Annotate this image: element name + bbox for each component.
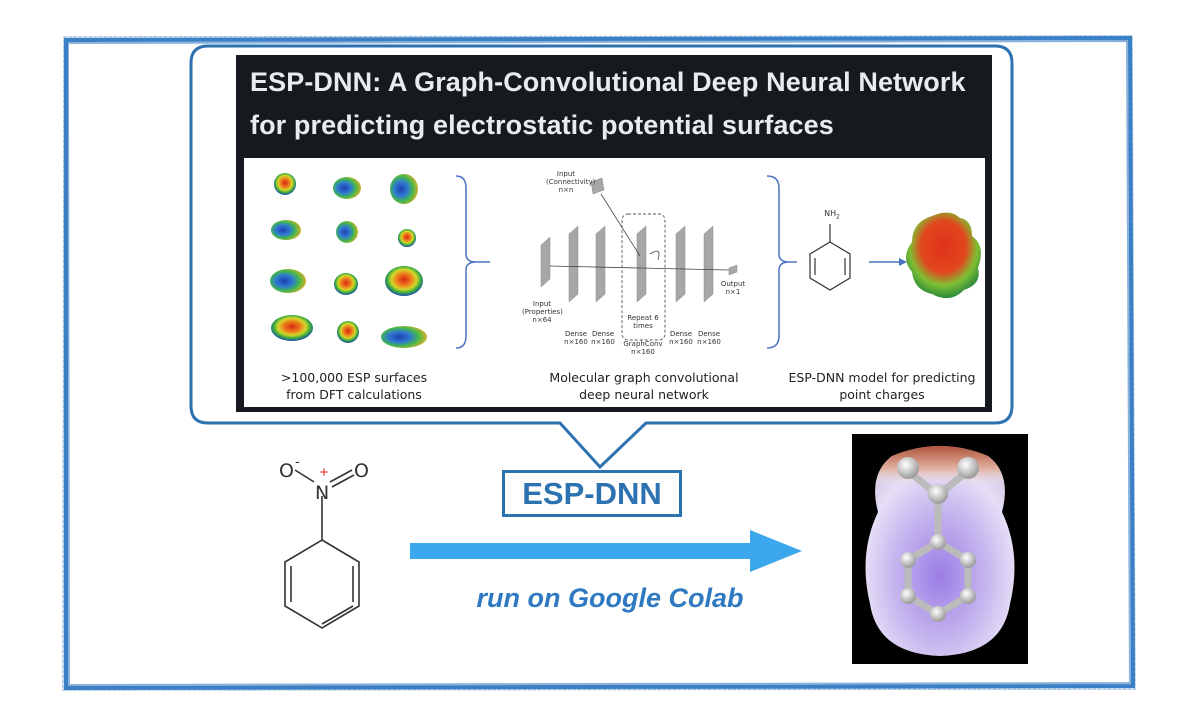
esp-dnn-label: ESP-DNN <box>502 470 682 517</box>
title-line-1: ESP-DNN: A Graph-Convolutional Deep Neur… <box>250 67 966 97</box>
aniline-nh2-label: NH2 <box>824 209 840 221</box>
run-on-colab-label: run on Google Colab <box>476 583 744 613</box>
title-line-2: for predicting electrostatic potential s… <box>250 110 834 140</box>
input-connectivity-label: Input (Connectivity) n×n <box>546 170 596 194</box>
title-panel: ESP-DNN: A Graph-Convolutional Deep Neur… <box>236 55 992 155</box>
input-properties-label: Input (Properties) n×64 <box>522 300 563 324</box>
nitro-o-right: O <box>354 460 369 482</box>
figure-content: Input (Connectivity) n×n Input (Properti… <box>244 158 985 407</box>
nitro-o-left-charge: - <box>295 455 300 470</box>
esp-surfaces <box>270 173 427 348</box>
esp-render-image <box>852 434 1028 664</box>
nitrobenzene-structure <box>284 469 360 629</box>
figure-drawing <box>270 173 981 349</box>
nitro-n: N <box>315 482 330 504</box>
nitro-o-left: O <box>279 460 294 482</box>
figure-panel: Input (Connectivity) n×n Input (Properti… <box>236 155 992 412</box>
right-arrow-icon <box>410 530 802 572</box>
nitro-n-charge: + <box>319 465 330 479</box>
